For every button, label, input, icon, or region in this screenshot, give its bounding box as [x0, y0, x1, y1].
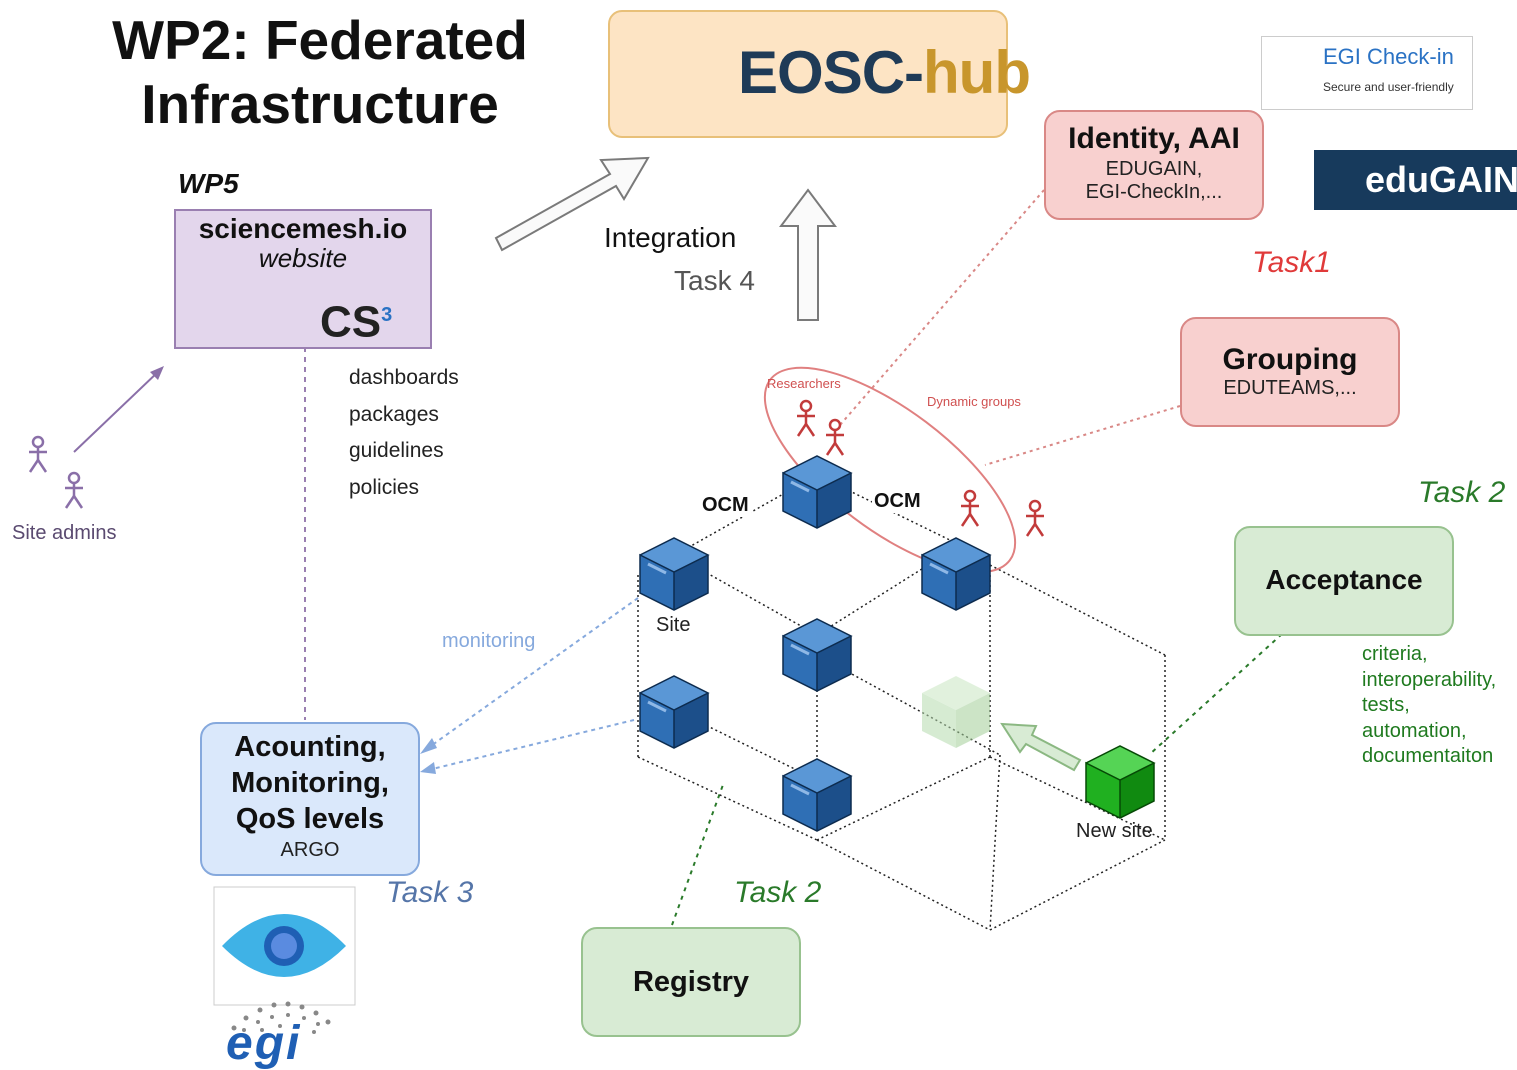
- egi-checkin-subtitle: Secure and user-friendly: [1323, 80, 1454, 94]
- identity-aai-box: Identity, AAI EDUGAIN, EGI-CheckIn,...: [1044, 110, 1264, 220]
- eosc-hub-logo: EOSC-hub: [738, 38, 1031, 108]
- wp5-label: WP5: [178, 168, 239, 199]
- ghost-cube-icon: [922, 676, 990, 748]
- cs3-logo-text: CS3: [320, 290, 392, 348]
- identity-title: Identity, AAI: [1068, 122, 1240, 155]
- person-icon: [960, 489, 980, 527]
- acceptance-item: documentaiton: [1362, 745, 1494, 767]
- acceptance-item: automation,: [1362, 719, 1467, 742]
- cs3-sup: 3: [381, 304, 393, 326]
- cube-icon: [781, 617, 853, 693]
- person-icon: [64, 471, 84, 509]
- wp5-item: policies: [349, 475, 420, 499]
- accounting-line-2: Monitoring,: [231, 767, 389, 799]
- wp5-item: guidelines: [349, 439, 444, 462]
- cube-icon: [781, 757, 853, 833]
- sciencemesh-subtitle: website: [258, 243, 348, 273]
- person-icon: [796, 399, 816, 437]
- page-title: WP2: Federated Infrastructure: [60, 8, 580, 136]
- integration-arrow-diagonal: [494, 156, 650, 252]
- dynamic-groups-label: Dynamic groups: [927, 394, 1021, 409]
- hub-word: hub: [923, 39, 1031, 106]
- task2-bottom-label: Task 2: [734, 876, 822, 909]
- edugain-logo-box: [1314, 150, 1517, 210]
- cube-icon: [920, 536, 992, 612]
- integration-task: Task 4: [674, 265, 755, 296]
- site-admins-label: Site admins: [12, 522, 117, 544]
- new-site-cube-icon: [1085, 745, 1156, 819]
- ocm-left-label: OCM: [700, 494, 751, 517]
- person-icon: [28, 435, 48, 473]
- egi-logo-text: egi: [226, 1017, 302, 1070]
- egi-checkin-title: EGI Check-in: [1323, 44, 1454, 69]
- person-icon: [825, 418, 845, 456]
- registry-box: Registry: [581, 927, 801, 1037]
- integration-arrow-up: [779, 188, 837, 321]
- edugain-logo-text: eduGAIN: [1365, 158, 1517, 202]
- acceptance-item: tests,: [1362, 694, 1410, 716]
- grouping-title: Grouping: [1222, 343, 1358, 376]
- site-admins-arrow: [73, 366, 164, 453]
- sciencemesh-box: sciencemesh.io website: [174, 209, 432, 349]
- task2-right-label: Task 2: [1418, 476, 1506, 509]
- cube-icon: [781, 454, 853, 530]
- monitoring-label: monitoring: [442, 630, 536, 652]
- eosc-word: EOSC-: [738, 39, 924, 106]
- accounting-line-3: QoS levels: [235, 803, 385, 835]
- wp5-item: dashboards: [349, 366, 459, 389]
- egi-dots-icon: [231, 1001, 331, 1034]
- task3-label: Task 3: [386, 876, 474, 909]
- accounting-line-1: Acounting,: [234, 731, 386, 763]
- acceptance-box: Acceptance: [1234, 526, 1454, 636]
- grouping-box: Grouping EDUTEAMS,...: [1180, 317, 1400, 427]
- person-icon: [1025, 499, 1045, 537]
- acceptance-title: Acceptance: [1265, 564, 1423, 595]
- egi-eye-icon: [222, 914, 346, 977]
- grouping-line-1: EDUTEAMS,...: [1223, 377, 1357, 399]
- acceptance-item: criteria,: [1362, 643, 1428, 665]
- accounting-box: Acounting, Monitoring, QoS levels ARGO: [200, 722, 420, 876]
- researchers-label: Researchers: [767, 376, 841, 391]
- eosc-hub-box: [608, 10, 1008, 138]
- cs3-text: CS: [320, 297, 382, 347]
- edugain-text: eduGAIN: [1365, 159, 1517, 200]
- title-line-1: WP2: Federated: [112, 9, 528, 71]
- title-line-2: Infrastructure: [141, 73, 499, 135]
- ocm-right-label: OCM: [872, 490, 923, 513]
- integration-label: Integration: [604, 222, 737, 253]
- cube-icon: [638, 536, 710, 612]
- wp5-item: packages: [349, 402, 439, 426]
- new-site-label: New site: [1076, 820, 1153, 842]
- cube-icon: [638, 674, 710, 750]
- acceptance-list: criteria, interoperability, tests, autom…: [1362, 642, 1496, 770]
- task1-label: Task1: [1252, 246, 1331, 279]
- registry-title: Registry: [632, 966, 750, 998]
- site-label: Site: [656, 614, 691, 636]
- identity-line-2: EGI-CheckIn,...: [1085, 181, 1223, 203]
- egi-checkin-logo-box: [1261, 36, 1473, 110]
- identity-line-1: EDUGAIN,: [1105, 158, 1203, 180]
- sciencemesh-title: sciencemesh.io: [198, 213, 408, 244]
- acceptance-item: interoperability,: [1362, 668, 1497, 691]
- accounting-line-4: ARGO: [280, 839, 340, 861]
- wp5-items-list: dashboards packages guidelines policies: [349, 360, 459, 506]
